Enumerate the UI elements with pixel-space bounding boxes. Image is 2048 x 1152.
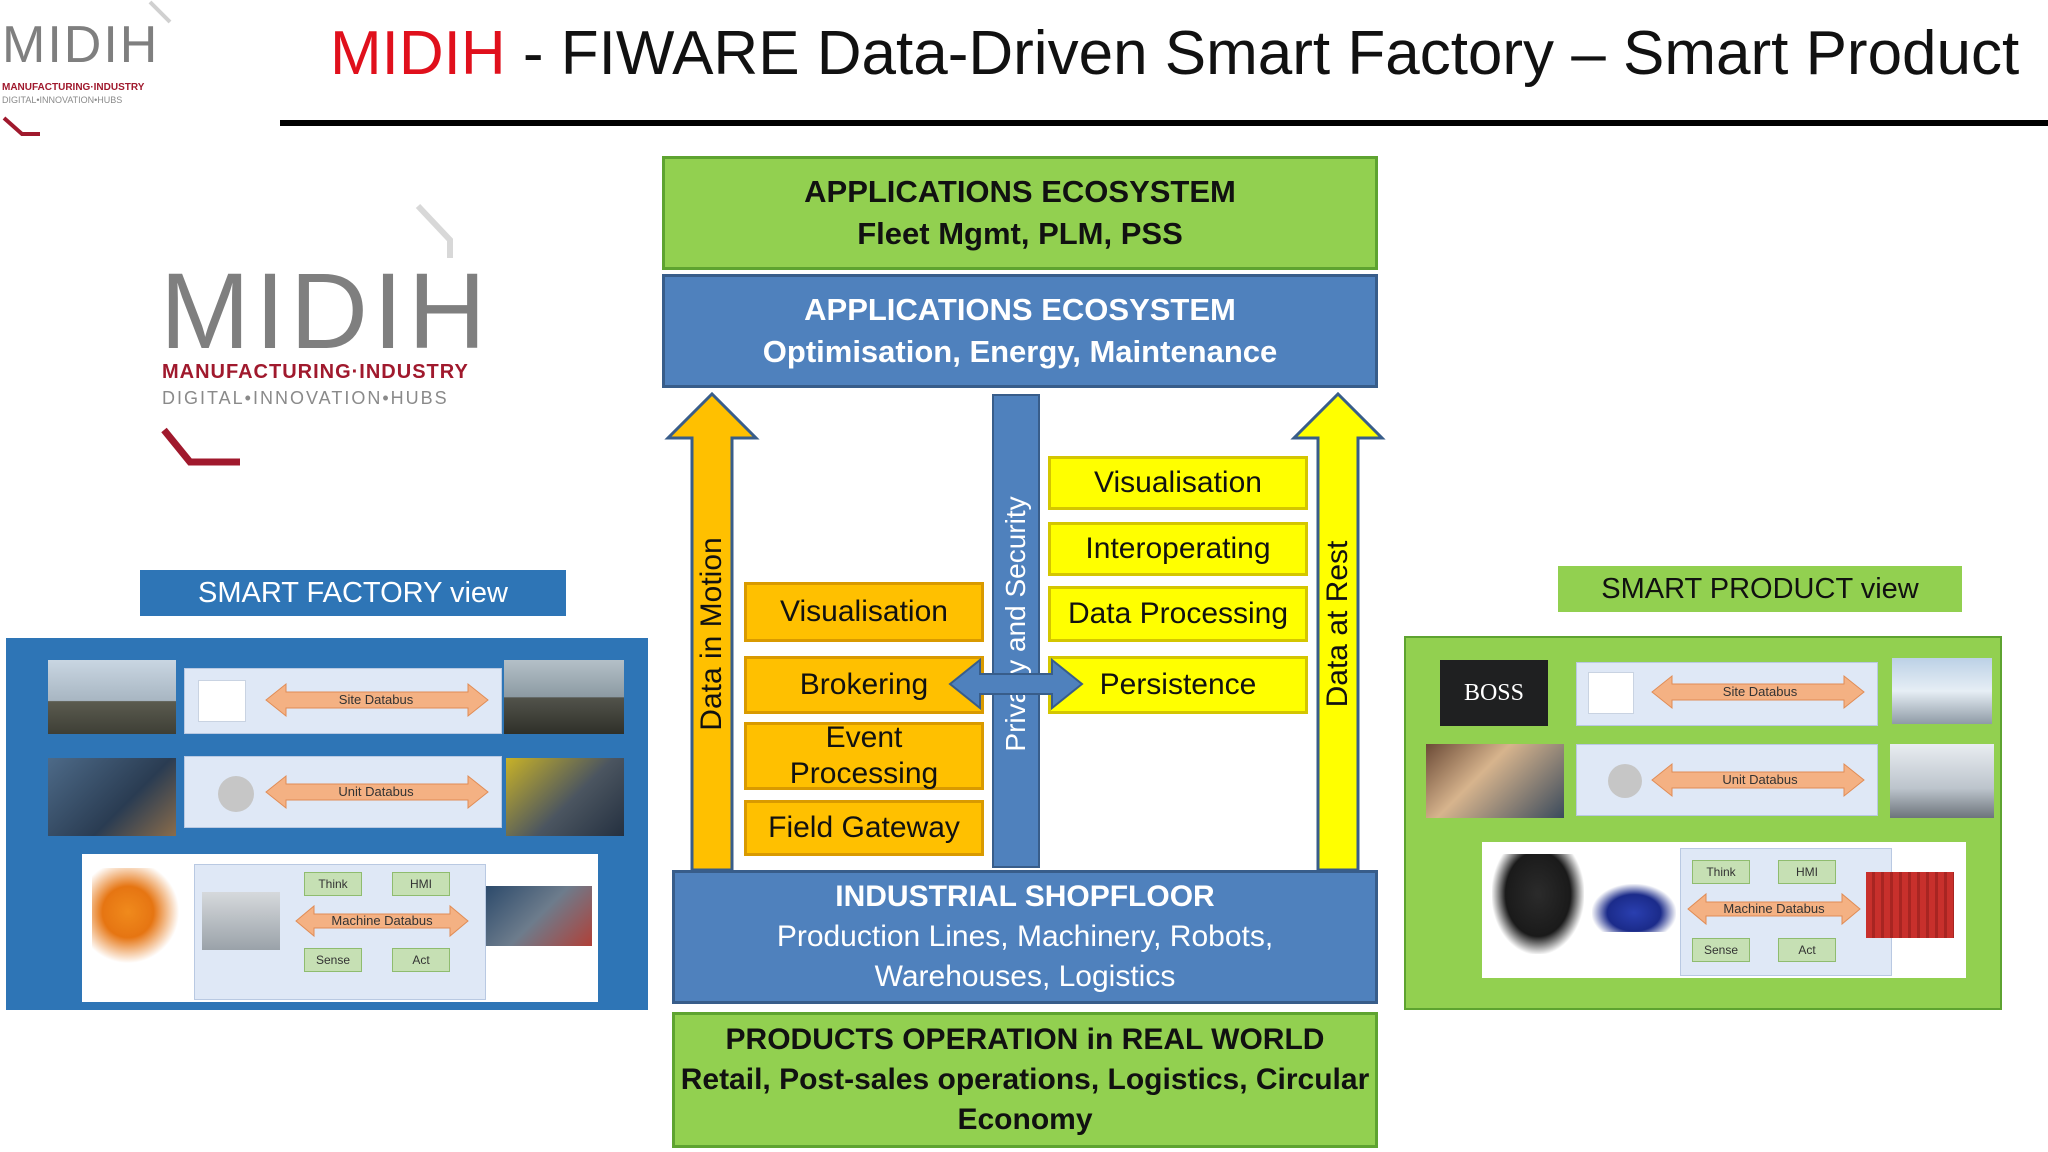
right-data-processing-box: Data Processing xyxy=(1048,586,1308,642)
trucks-photo xyxy=(1890,744,1994,818)
right-persistence-box: Persistence xyxy=(1048,656,1308,714)
left-visualisation-box: Visualisation xyxy=(744,582,984,642)
smart-product-view-label: SMART PRODUCT view xyxy=(1558,566,1962,612)
products-operation-box: PRODUCTS OPERATION in REAL WORLD Retail,… xyxy=(672,1012,1378,1148)
left-brokering-box: Brokering xyxy=(744,656,984,714)
power-plant-photo xyxy=(48,660,176,734)
shopfloor-line2: Warehouses, Logistics xyxy=(874,960,1176,993)
svg-text:MANUFACTURING·INDUSTRY: MANUFACTURING·INDUSTRY xyxy=(2,82,145,93)
container-photo xyxy=(1866,872,1954,938)
factory-hmi-pill: HMI xyxy=(392,872,450,896)
privacy-security-label: Privacy and Security xyxy=(1000,496,1031,752)
product-machine-arrow xyxy=(1687,892,1861,926)
right-interoperating-box: Interoperating xyxy=(1048,522,1308,576)
apps-mid-title: APPLICATIONS ECOSYSTEM xyxy=(804,292,1236,327)
applications-ecosystem-top: APPLICATIONS ECOSYSTEM Fleet Mgmt, PLM, … xyxy=(662,156,1378,270)
product-unit-arrow xyxy=(1651,762,1865,798)
factory-chimney-photo xyxy=(504,660,624,734)
title-text: - FIWARE Data-Driven Smart Factory – Sma… xyxy=(505,19,2020,88)
factory-site-databus-label: Site Databus xyxy=(338,692,414,707)
product-site-arrow xyxy=(1651,674,1865,710)
left-field-gateway-box: Field Gateway xyxy=(744,800,984,856)
product-site-building-icon xyxy=(1588,672,1634,714)
smart-factory-panel: Site Databus Unit Databus Think HMI Mach… xyxy=(6,638,648,1010)
boss-store-photo: BOSS xyxy=(1440,660,1548,726)
brokering-persistence-arrow xyxy=(948,657,1084,711)
data-at-rest-label: Data at Rest xyxy=(1321,540,1354,708)
industrial-shopfloor-box: INDUSTRIAL SHOPFLOOR Production Lines, M… xyxy=(672,870,1378,1004)
factory-unit-arrow xyxy=(265,774,489,810)
page-title: MIDIH - FIWARE Data-Driven Smart Factory… xyxy=(330,18,2030,98)
smart-factory-view-label: SMART FACTORY view xyxy=(140,570,566,616)
products-title: PRODUCTS OPERATION in REAL WORLD xyxy=(725,1023,1325,1056)
apps-top-subtitle: Fleet Mgmt, PLM, PSS xyxy=(857,216,1183,251)
shopfloor-title: INDUSTRIAL SHOPFLOOR xyxy=(835,880,1215,913)
right-visualisation-box: Visualisation xyxy=(1048,456,1308,510)
product-unit-icon xyxy=(1608,764,1642,798)
car-photo xyxy=(1592,884,1676,932)
title-divider xyxy=(280,120,2048,126)
svg-text:DIGITAL•INNOVATION•HUBS: DIGITAL•INNOVATION•HUBS xyxy=(2,95,122,105)
apps-mid-subtitle: Optimisation, Energy, Maintenance xyxy=(762,334,1278,369)
apps-top-title: APPLICATIONS ECOSYSTEM xyxy=(804,174,1236,209)
warehouse-building-photo xyxy=(1892,658,1992,724)
svg-text:MANUFACTURING·INDUSTRY: MANUFACTURING·INDUSTRY xyxy=(162,361,469,383)
product-unit-databus-label: Unit Databus xyxy=(1722,772,1798,787)
retail-store-photo xyxy=(1426,744,1564,818)
workers-photo xyxy=(48,758,176,836)
shopfloor-line1: Production Lines, Machinery, Robots, xyxy=(776,920,1274,953)
data-in-motion-arrow xyxy=(664,391,760,870)
applications-ecosystem-mid: APPLICATIONS ECOSYSTEM Optimisation, Ene… xyxy=(662,274,1378,388)
factory-act-pill: Act xyxy=(392,948,450,972)
machine-photo xyxy=(202,892,280,950)
svg-text:DIGITAL•INNOVATION•HUBS: DIGITAL•INNOVATION•HUBS xyxy=(162,388,449,408)
product-think-pill: Think xyxy=(1692,860,1750,884)
factory-site-arrow xyxy=(265,682,489,718)
title-brand: MIDIH xyxy=(330,19,506,88)
products-line2: Economy xyxy=(957,1103,1093,1136)
logo-small: MIDIH MANUFACTURING·INDUSTRY DIGITAL•INN… xyxy=(0,0,180,140)
production-line-photo xyxy=(506,758,624,836)
smart-product-panel: BOSS Site Databus Unit Databus Think HMI… xyxy=(1404,636,2002,1010)
product-machine-databus-label: Machine Databus xyxy=(1723,901,1825,916)
factory-machine-arrow xyxy=(295,904,469,938)
factory-machine-databus-label: Machine Databus xyxy=(331,913,433,928)
product-site-databus-label: Site Databus xyxy=(1722,684,1798,699)
product-hmi-pill: HMI xyxy=(1778,860,1836,884)
svg-text:MIDIH: MIDIH xyxy=(160,250,491,371)
data-in-motion-label: Data in Motion xyxy=(695,537,728,731)
factory-think-pill: Think xyxy=(304,872,362,896)
privacy-security-bar xyxy=(992,394,1040,868)
logo-large: MIDIH MANUFACTURING·INDUSTRY DIGITAL•INN… xyxy=(150,200,500,480)
robot-arm-photo xyxy=(92,868,182,978)
factory-unit-icon xyxy=(218,776,254,812)
product-act-pill: Act xyxy=(1778,938,1836,962)
left-event-processing-box: Event Processing xyxy=(744,721,984,790)
products-line1: Retail, Post-sales operations, Logistics… xyxy=(680,1063,1370,1096)
product-sense-pill: Sense xyxy=(1692,938,1750,962)
factory-site-building-icon xyxy=(198,680,246,722)
team-photo xyxy=(486,886,592,946)
factory-sense-pill: Sense xyxy=(304,948,362,972)
jacket-photo xyxy=(1492,854,1584,954)
factory-unit-databus-label: Unit Databus xyxy=(338,784,414,799)
svg-text:MIDIH: MIDIH xyxy=(2,16,159,74)
data-at-rest-arrow xyxy=(1290,391,1386,870)
